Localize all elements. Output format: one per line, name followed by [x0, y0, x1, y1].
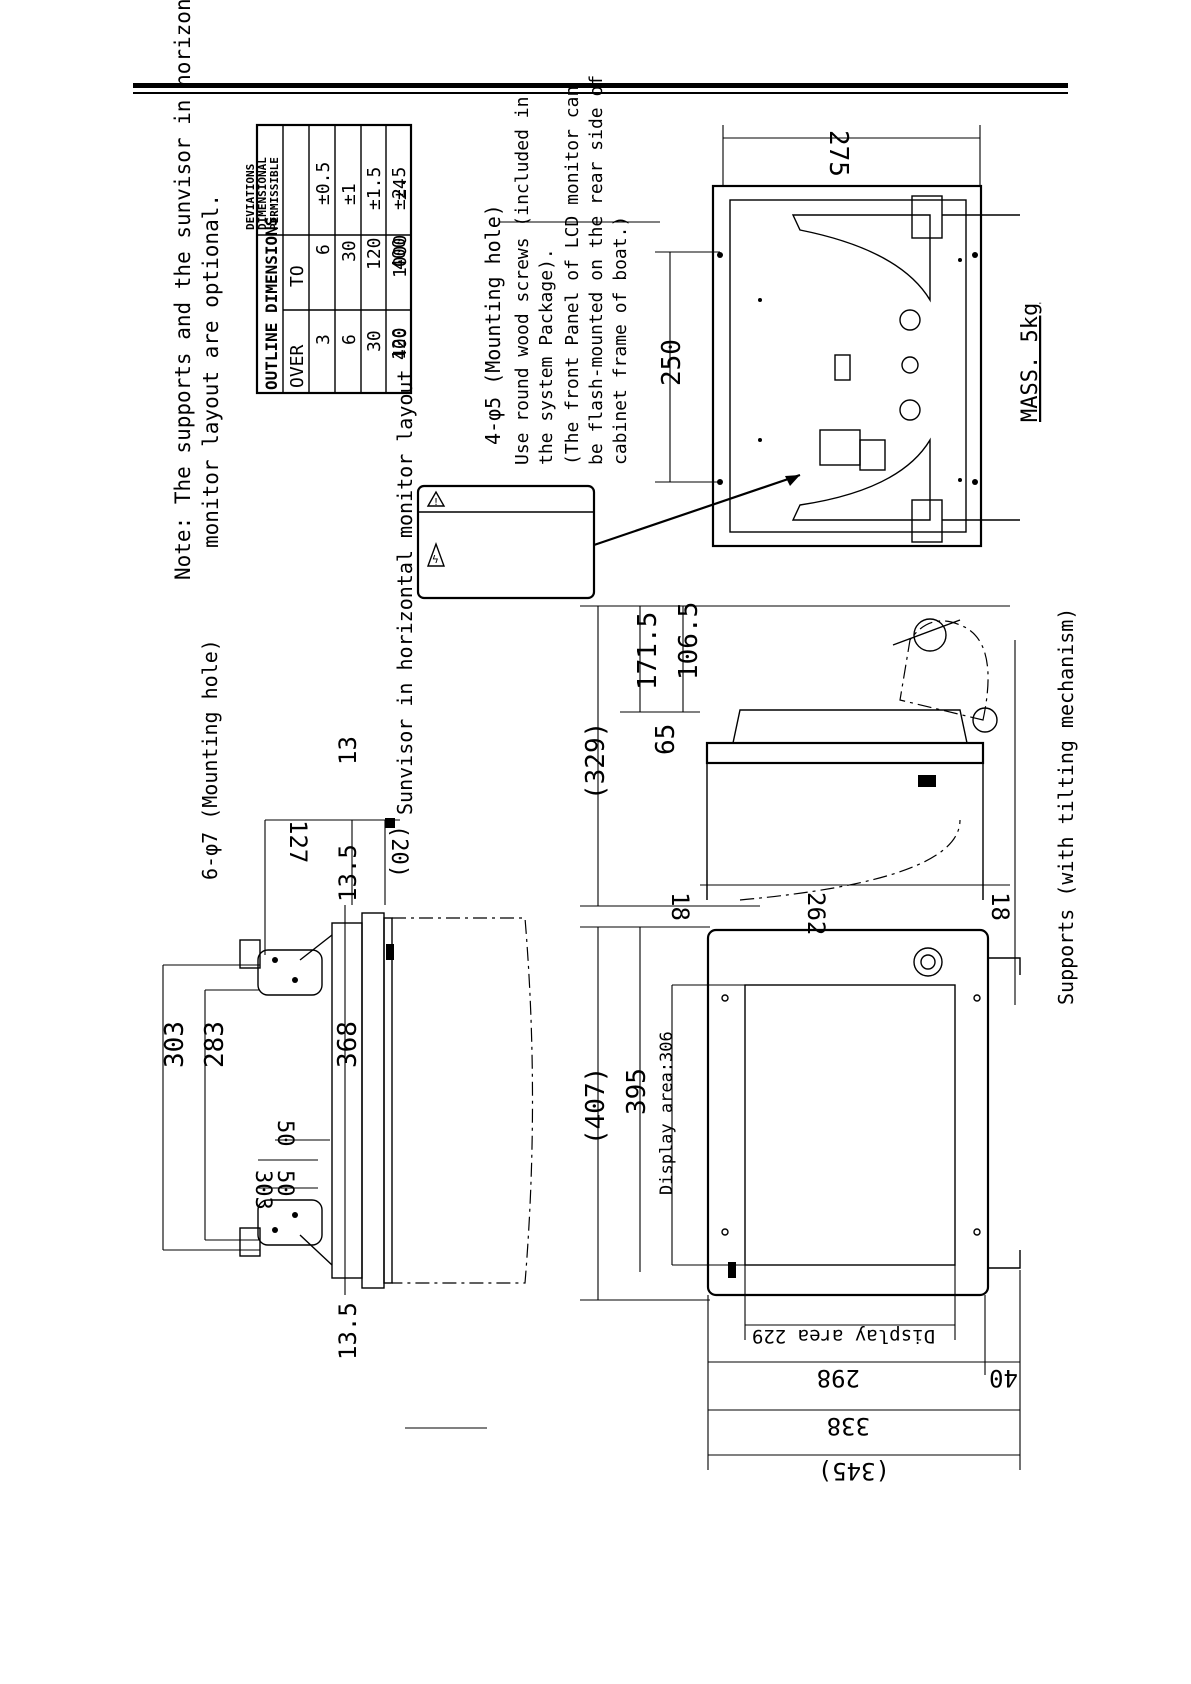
dim-18a: 18 [666, 892, 694, 921]
table-cell: 400 [390, 327, 411, 360]
dim-40: 40 [989, 1364, 1018, 1392]
dim-d: 50 [272, 1170, 297, 1197]
side-view: (329) 171.5 65 106.5 18 262 18 Supports … [580, 602, 1078, 1005]
table-header-perm-3: DEVIATIONS [244, 164, 257, 230]
mounting-hole-rear-label: 4-φ5 (Mounting hole) [481, 204, 505, 445]
dim-65: 65 [651, 724, 681, 755]
flush-note-2: be flash-mounted on the rear side of [586, 75, 607, 465]
svg-text:400: 400 [390, 327, 411, 360]
table-header-over: OVER [287, 344, 308, 388]
table-cell: 1000 [390, 235, 411, 278]
dim-127: 127 [284, 820, 312, 863]
dim-20: (20) [386, 825, 411, 878]
table-cell: 6 [339, 334, 360, 345]
sunvisor-label: Sunvisor in horizontal monitor layout [393, 369, 417, 815]
table-cell: 3 [313, 334, 334, 345]
svg-text:monitor layout are optional.: monitor layout are optional. [199, 194, 223, 548]
dim-368: 368 [333, 1021, 363, 1068]
header-rule-thin [133, 92, 1068, 94]
dim-13-5a: 13.5 [334, 844, 362, 902]
svg-text:±4: ±4 [390, 178, 411, 200]
table-cell: ±0.5 [313, 162, 334, 205]
screws-note-2: the system Package). [536, 248, 557, 465]
mounting-hole-label: 6-φ7 (Mounting hole) [198, 639, 222, 880]
table-cell: ±1.5 [364, 167, 385, 210]
dim-283: 283 [200, 1021, 230, 1068]
header-rule-thick [133, 83, 1068, 88]
supports-label: Supports (with tilting mechanism) [1054, 608, 1078, 1005]
table-header-perm-1: PERMISSIBLE [268, 157, 281, 230]
optional-note: Note: The supports and the sunvisor in h… [171, 0, 223, 580]
dim-345: (345) [818, 1457, 890, 1485]
dim-275: 275 [823, 130, 853, 177]
dim-395: 395 [622, 1068, 652, 1115]
table-cell: ±2.5 [389, 167, 410, 210]
svg-text:Note: The supports and the sun: Note: The supports and the sunvisor in h… [171, 0, 195, 580]
flush-note-1: (The front Panel of LCD monitor can [562, 86, 583, 465]
dim-303: 303 [160, 1021, 190, 1068]
dim-106-5: 106.5 [674, 602, 704, 680]
front-view: (407) 395 Display area:306 Display area … [580, 926, 1021, 1485]
dim-407: (407) [581, 1067, 611, 1145]
svg-text:!: ! [433, 497, 439, 508]
tolerance-table: OUTLINE DIMENSIONS PERMISSIBLE DIMENSION… [244, 123, 413, 395]
screws-note-1: Use round wood screws (included in [512, 97, 533, 465]
display-area-h: Display area:306 [657, 1031, 677, 1195]
table-header-to: TO [287, 265, 308, 287]
dim-18b: 18 [986, 892, 1014, 921]
table-cell: 6 [313, 244, 334, 255]
dim-13-5b: 13.5 [334, 1302, 362, 1360]
mass-label: MASS. 5kg [1018, 303, 1043, 422]
top-view: 303 283 368 50 303 50 13.5 13.5 127 (20)… [160, 369, 534, 1429]
svg-text:ϟ: ϟ [432, 553, 439, 566]
table-cell: 30 [364, 330, 385, 352]
table-cell: ±1 [339, 183, 360, 205]
dim-262: 262 [802, 892, 830, 935]
table-cell: 30 [339, 240, 360, 262]
dim-338: 338 [827, 1412, 870, 1440]
flush-note-3: cabinet frame of boat.) [610, 216, 631, 465]
dim-13: 13 [334, 736, 362, 765]
display-area-v: Display area 229 [752, 1325, 935, 1347]
dim-250: 250 [657, 339, 687, 386]
table-cell: 120 [364, 237, 385, 270]
table-cell: 400 [389, 237, 410, 270]
table-cell: 120 [389, 327, 410, 360]
table-cell: ±4 [390, 178, 411, 200]
svg-text:1000: 1000 [390, 235, 411, 278]
rear-view: 250 275 MASS. 5kg 4-φ5 (Mounting hole) U… [481, 75, 1043, 548]
table-header-outline: OUTLINE DIMENSIONS [262, 217, 281, 390]
warning-label: ! ϟ [416, 473, 801, 600]
dim-329: (329) [581, 722, 611, 800]
dim-298: 298 [817, 1364, 860, 1392]
dim-171-5: 171.5 [633, 612, 663, 690]
table-header-perm-2: DIMENSIONAL [256, 157, 269, 230]
dim-50: 50 [272, 1120, 297, 1147]
dim-303b: 303 [250, 1170, 275, 1210]
